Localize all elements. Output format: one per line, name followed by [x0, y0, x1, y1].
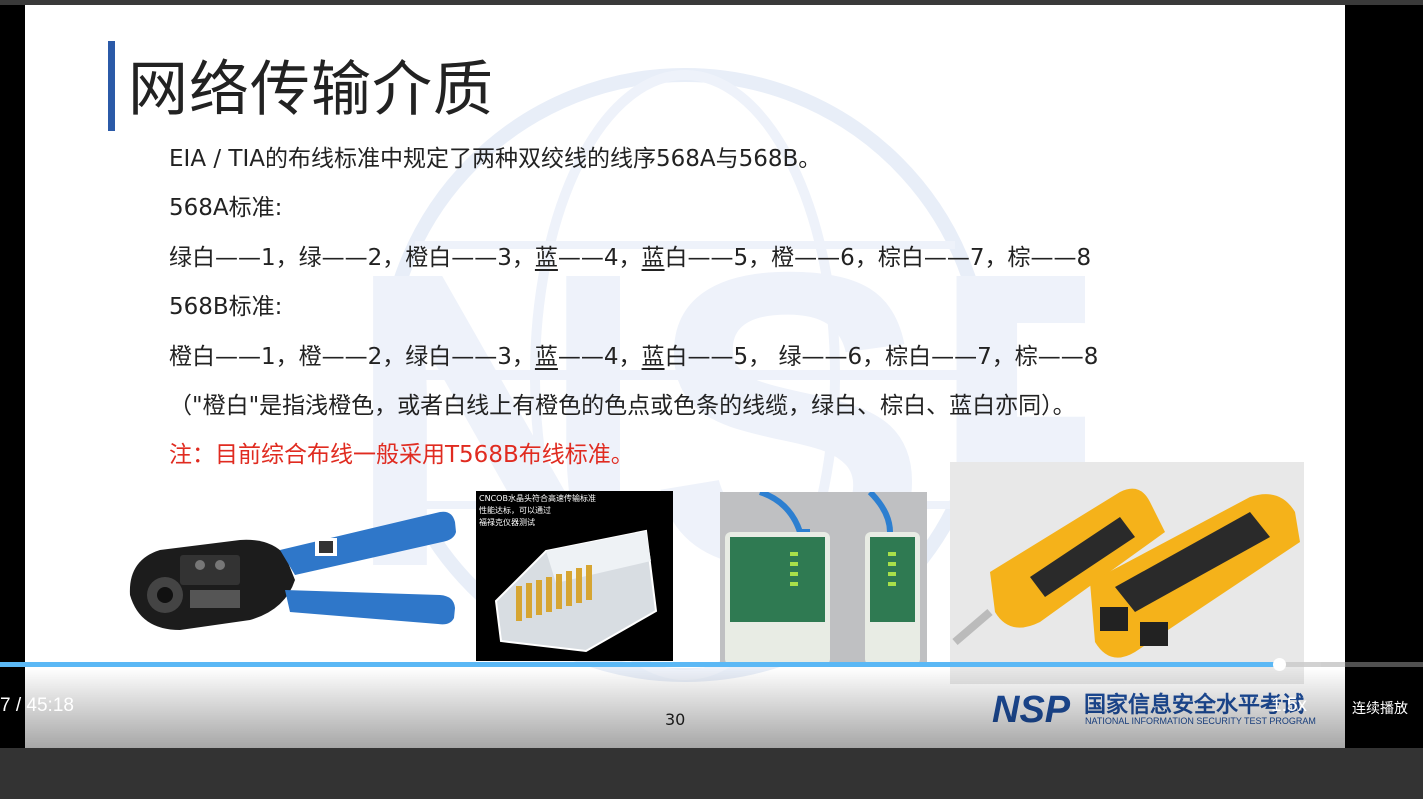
bottom-bar: [0, 748, 1423, 799]
note-text: 注：目前综合布线一般采用T568B布线标准。: [169, 442, 634, 468]
time-display: 7 / 45:18: [0, 695, 74, 717]
top-bar: [0, 0, 1423, 5]
logo-mark: NSP: [992, 689, 1071, 731]
standard-568a-sequence: 绿白——1，绿——2，橙白——3，蓝——4，蓝白——5，橙——6，棕白——7，棕…: [169, 238, 1091, 272]
continuous-play-button[interactable]: 连续播放: [1352, 701, 1408, 717]
progress-handle[interactable]: [1273, 658, 1287, 671]
playback-speed-button[interactable]: 1.5x: [1271, 695, 1307, 716]
cable-tester-image: [720, 492, 927, 665]
seq-underlined: 蓝: [534, 344, 558, 370]
seq-part: 白——5，橙——6，棕白——7，棕——8: [664, 245, 1092, 271]
seq-underlined: 蓝: [641, 245, 665, 271]
progress-played: [0, 662, 1280, 667]
standard-568a-heading: 568A标准:: [169, 195, 283, 221]
seq-underlined: 蓝: [534, 245, 558, 271]
standard-568b-sequence: 橙白——1，橙——2，绿白——3，蓝——4，蓝白——5， 绿——6，棕白——7，…: [169, 337, 1098, 371]
intro-text: EIA / TIA的布线标准中规定了两种双绞线的线序568A与568B。: [169, 146, 822, 172]
logo-en: NATIONAL INFORMATION SECURITY TEST PROGR…: [1085, 716, 1316, 726]
progress-bar[interactable]: [0, 658, 1423, 671]
seq-underlined: 蓝: [641, 344, 665, 370]
seq-part: ——4，: [557, 344, 642, 370]
standard-568b-heading: 568B标准:: [169, 294, 283, 320]
crimping-tool-image: [120, 500, 465, 650]
color-explanation: （"橙白"是指浅橙色，或者白线上有橙色的色点或色条的线缆，绿白、棕白、蓝白亦同）…: [169, 393, 1076, 419]
nsp-logo: NSP 国家信息安全水平考试 NATIONAL INFORMATION SECU…: [992, 683, 1332, 743]
rj45-caption: CNCOB水晶头符合高速传输标准 性能达标，可以通过 福禄克仪器测试: [479, 494, 596, 527]
seq-part: 白——5， 绿——6，棕白——7，棕——8: [664, 344, 1099, 370]
time-total: 45:18: [26, 695, 74, 716]
logo-cn: 国家信息安全水平考试: [1084, 693, 1305, 718]
title-accent-bar: [108, 41, 115, 131]
slide-title: 网络传输介质: [128, 55, 494, 125]
seq-part: ——4，: [557, 245, 642, 271]
page-number: 30: [665, 710, 686, 729]
seq-part: 绿白——1，绿——2，橙白——3，: [169, 245, 535, 271]
time-separator: /: [10, 695, 27, 716]
slide: NSP 网络传输介质 EIA / TIA的布线标准中规定了两种双绞线的线序568…: [25, 5, 1345, 748]
rj45-connector-image: CNCOB水晶头符合高速传输标准 性能达标，可以通过 福禄克仪器测试: [476, 491, 673, 661]
seq-part: 橙白——1，橙——2，绿白——3，: [169, 344, 535, 370]
wire-tracker-image: [950, 462, 1304, 684]
time-current: 7: [0, 695, 11, 716]
